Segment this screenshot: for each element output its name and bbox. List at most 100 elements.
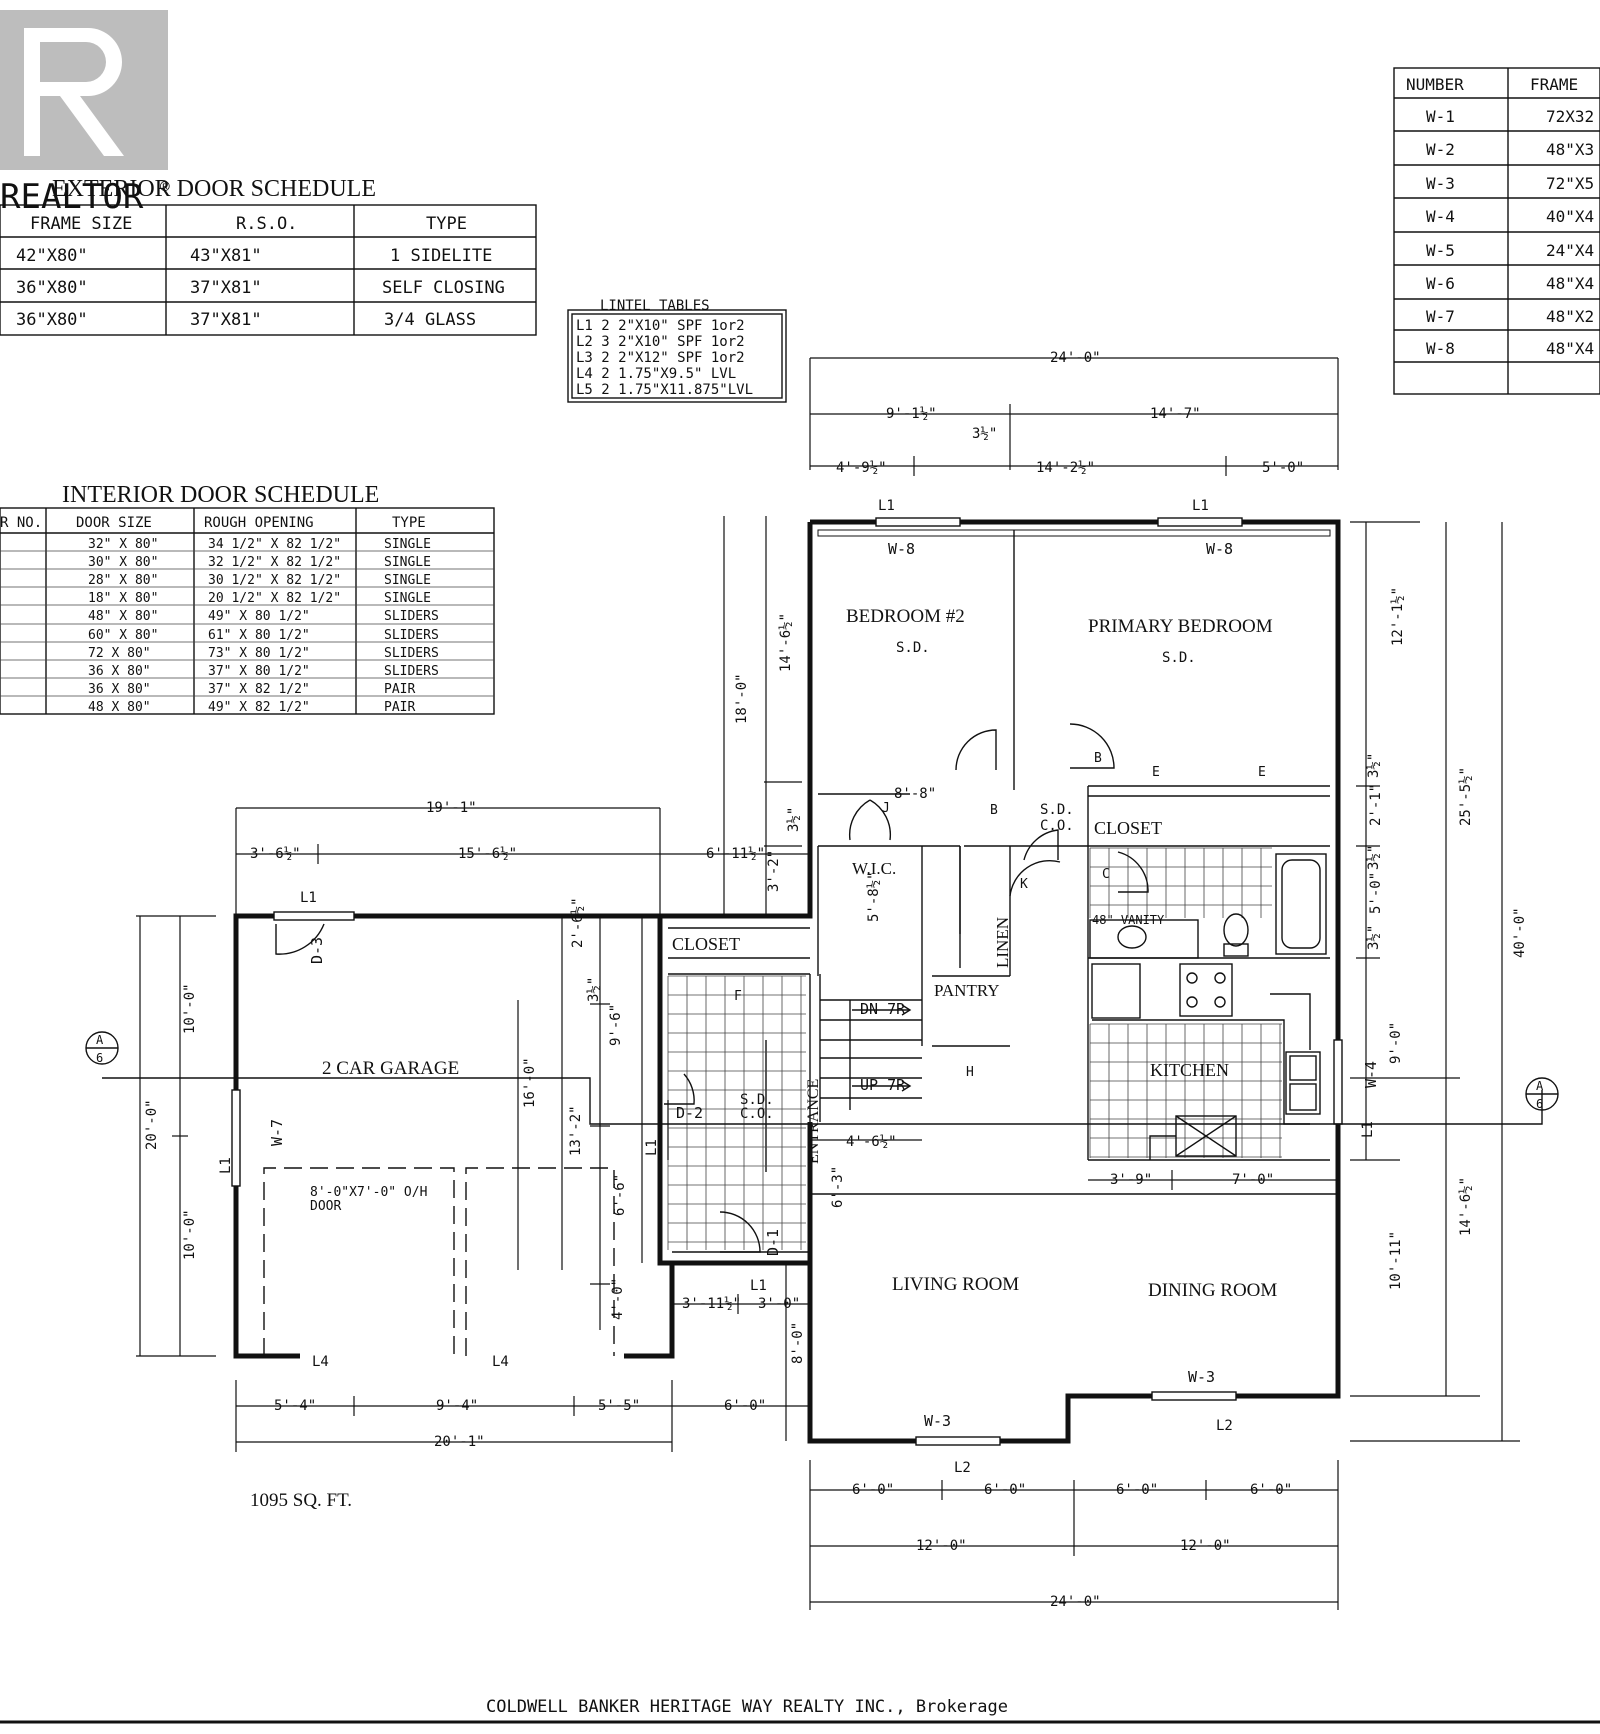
dim-label: 24'-0" [1050, 350, 1101, 366]
dim-label: 5'-8½" [866, 871, 882, 922]
win-cell: 24"X4 [1546, 241, 1594, 260]
closet-entry-label: CLOSET [672, 934, 740, 954]
ext-cell: 36"X80" [16, 310, 88, 330]
window-w3-living: W-3 [924, 1412, 951, 1430]
int-cell: 28" X 80" [88, 573, 158, 588]
dim-label: 6'-0" [984, 1482, 1026, 1498]
dim-label: 9'-6" [608, 1004, 624, 1046]
int-cell: SLIDERS [384, 664, 439, 679]
int-header-size: DOOR SIZE [76, 515, 152, 531]
sd-primary: S.D. [1162, 650, 1196, 666]
dim-label: 4'-6½" [846, 1134, 897, 1150]
window-w4: W-4 [1362, 1061, 1380, 1088]
ext-cell: 36"X80" [16, 278, 88, 298]
dim-label: 5'-4" [274, 1398, 316, 1414]
lintel-tag: L1 [1360, 1121, 1376, 1138]
dim-label: 6'-11½" [706, 846, 765, 862]
lintel-tag: L1 [1192, 498, 1209, 514]
dim-label: 6'-6" [612, 1174, 628, 1216]
ext-cell: 1 SIDELITE [390, 246, 492, 266]
dim-label: 3½" [972, 426, 997, 442]
dim-label: 16'-0" [522, 1057, 538, 1108]
int-header-no: R NO. [0, 515, 42, 531]
ext-row: 42"X80" 43"X81" 1 SIDELITE [16, 246, 492, 266]
stairs-down-label: DN 7R [860, 1000, 906, 1018]
window-w3-dining: W-3 [1188, 1368, 1215, 1386]
dim-label: 2'-1" [1368, 784, 1384, 826]
int-row-lines [0, 550, 494, 697]
door-tag-f: F [734, 989, 742, 1004]
lintel-row: L4 2 1.75"X9.5" LVL [576, 366, 736, 382]
dim-label: 14'-2½" [1036, 460, 1095, 476]
door-d1: D-1 [764, 1229, 782, 1256]
section-sheet: 6 [1536, 1097, 1543, 1111]
garage-door-outline [263, 1167, 615, 1356]
lintel-tag: L1 [878, 498, 895, 514]
sd-bedroom2: S.D. [896, 640, 930, 656]
bath-fixtures [1089, 853, 1327, 959]
win-cell: 72"X5 [1546, 174, 1594, 193]
int-cell: 60" X 80" [88, 628, 158, 643]
lintel-row: L3 2 2"X12" SPF 1or2 [576, 350, 745, 366]
pantry-label: PANTRY [934, 981, 1000, 1000]
exterior-schedule-title: EXTERIOR DOOR SCHEDULE [52, 176, 376, 202]
win-cell: 48"X2 [1546, 307, 1594, 326]
win-cell: W-1 [1426, 107, 1455, 126]
dim-label: 4'-9½" [836, 460, 887, 476]
dim-label: 2'-6½" [570, 897, 586, 948]
int-cell: SLIDERS [384, 646, 439, 661]
win-cell: 48"X4 [1546, 339, 1594, 358]
dim-label: 7'-0" [1232, 1172, 1274, 1188]
dim-label: 12'-0" [1180, 1538, 1231, 1554]
kitchen-label: KITCHEN [1150, 1060, 1229, 1080]
lintel-row: L1 2 2"X10" SPF 1or2 [576, 318, 745, 334]
dim-label: 10'-0" [182, 983, 198, 1034]
int-cell: 49" X 82 1/2" [208, 700, 310, 715]
vanity-label: 48" VANITY [1092, 913, 1165, 927]
ext-header-frame: FRAME SIZE [30, 214, 132, 234]
lintel-tag: L1 [300, 890, 317, 906]
ext-cell: SELF CLOSING [382, 278, 505, 298]
dim-label: 5'-5" [598, 1398, 640, 1414]
co-entry: C.O. [740, 1106, 774, 1122]
primary-bedroom-label: PRIMARY BEDROOM [1088, 616, 1273, 637]
dim-label: 8'-8" [894, 786, 936, 802]
dim-label: 6'-0" [1250, 1482, 1292, 1498]
door-d3: D-3 [308, 937, 326, 964]
int-cell: SINGLE [384, 537, 431, 552]
sd-entry: S.D. [740, 1092, 774, 1108]
bath-tile-grid [1089, 847, 1272, 918]
ext-cell: 42"X80" [16, 246, 88, 266]
garage-door-label-2: DOOR [310, 1199, 341, 1214]
dim-label: 19'-1" [426, 800, 477, 816]
door-tag-b1: B [1094, 751, 1102, 766]
dim-label: 3½" [1366, 753, 1382, 778]
wic-label: W.I.C. [852, 859, 896, 878]
dim-label: 6'-0" [852, 1482, 894, 1498]
door-tag-b2: B [990, 803, 998, 818]
door-tag-e1: E [1152, 765, 1160, 780]
dim-label: 4'-0" [610, 1278, 626, 1320]
lintel-tag: L4 [492, 1354, 509, 1370]
int-cell: 20 1/2" X 82 1/2" [208, 591, 341, 606]
section-letter: A [1536, 1079, 1544, 1093]
int-cell: 37" X 82 1/2" [208, 682, 310, 697]
dim-label: 3½" [1366, 845, 1382, 870]
dim-label: 3½" [1366, 925, 1382, 950]
dim-label: 12'-0" [916, 1538, 967, 1554]
dim-label: 6'-0" [724, 1398, 766, 1414]
dim-label: 9'-4" [436, 1398, 478, 1414]
lintel-tags: L1 L1 L1 L1 L1 L1 L1 L2 L2 L4 L4 [218, 498, 1376, 1476]
int-cell: 34 1/2" X 82 1/2" [208, 537, 341, 552]
dim-label: 3½" [786, 807, 802, 832]
dim-label: 13'-2" [568, 1105, 584, 1156]
door-tag-c: C [1102, 867, 1110, 882]
win-cell: W-4 [1426, 207, 1455, 226]
int-cell: 48" X 80" [88, 609, 158, 624]
dim-label: 20'-0" [144, 1099, 160, 1150]
ext-cell: 37"X81" [190, 310, 262, 330]
realtor-logo: REALTOR ® [0, 10, 170, 217]
win-cell: W-5 [1426, 241, 1455, 260]
int-header-rough: ROUGH OPENING [204, 515, 314, 531]
door-tag-k: K [1020, 877, 1028, 892]
